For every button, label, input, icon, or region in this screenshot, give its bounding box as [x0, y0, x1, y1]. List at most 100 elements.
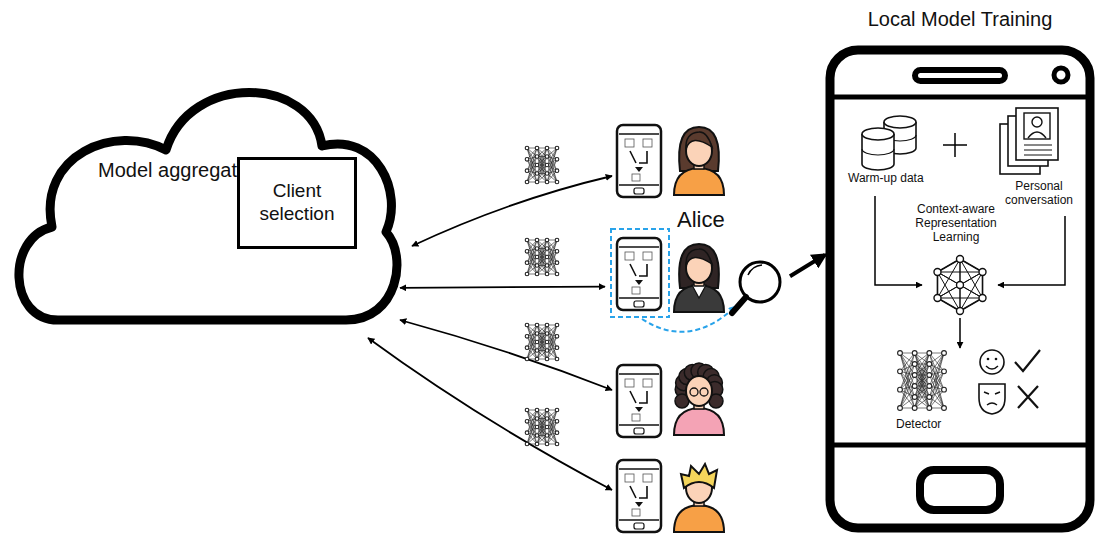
- icon-stroke: [862, 128, 894, 140]
- icon-stroke: [884, 116, 916, 128]
- icon-stroke: [545, 247, 549, 251]
- icon-stroke: [625, 252, 634, 260]
- icon-stroke: [545, 349, 549, 353]
- icon-stroke: [934, 295, 941, 302]
- icon-stroke: [619, 184, 659, 186]
- icon-stroke: [957, 308, 964, 315]
- icon-stroke: [942, 369, 947, 374]
- icon-stroke: [679, 244, 719, 288]
- client-person: [674, 464, 724, 532]
- connector: [400, 287, 605, 288]
- icon-stroke: [674, 408, 724, 435]
- icon-stroke: [545, 146, 549, 150]
- text-label: Context-aware Representation Learning: [900, 203, 1012, 244]
- icon-stroke: [545, 425, 549, 429]
- icon-stroke: [535, 247, 539, 251]
- icon-stroke: [1024, 155, 1052, 156]
- icon-stroke: [927, 384, 932, 389]
- icon-stroke: [634, 428, 644, 434]
- icon-stroke: [619, 424, 659, 426]
- icon-stroke: [635, 502, 643, 507]
- icon-stroke: [537, 157, 547, 183]
- icon-stroke: [912, 406, 917, 411]
- phone-camera: [1054, 68, 1068, 82]
- icon-stroke: [525, 420, 529, 424]
- icon-stroke: [545, 408, 549, 412]
- model-icon: [525, 408, 559, 446]
- icon-stroke: [619, 246, 659, 248]
- icon-stroke: [686, 132, 712, 149]
- icon-stroke: [545, 417, 549, 421]
- icon-stroke: [535, 340, 539, 344]
- icon-stroke: [525, 323, 529, 327]
- icon-stroke: [525, 238, 529, 242]
- home-button: [920, 470, 1000, 510]
- icon-stroke: [915, 353, 930, 408]
- icon-stroke: [674, 168, 724, 195]
- icon-stroke: [535, 357, 539, 361]
- icon-stroke: [635, 280, 643, 285]
- icon-stroke: [555, 169, 559, 173]
- icon-stroke: [625, 474, 634, 482]
- icon-stroke: [937, 259, 982, 311]
- icon-stroke: [632, 287, 640, 294]
- icon-stroke: [535, 163, 539, 167]
- icon-stroke: [545, 442, 549, 446]
- icon-stroke: [555, 420, 559, 424]
- icon-stroke: [630, 391, 647, 403]
- detector-icon: [898, 351, 947, 411]
- text-label: Warm-up data: [848, 172, 932, 186]
- icon-stroke: [929, 353, 944, 408]
- icon-stroke: [912, 373, 917, 378]
- icon-stroke: [537, 419, 547, 445]
- connector: [790, 255, 825, 276]
- icon-stroke: [957, 256, 964, 263]
- icon-stroke: [545, 264, 549, 268]
- icon-stroke: [535, 332, 539, 336]
- model-icon: [525, 238, 559, 276]
- icon-stroke: [555, 180, 559, 184]
- icon-stroke: [686, 376, 712, 406]
- representation-icon: [934, 256, 986, 315]
- icon-stroke: [535, 323, 539, 327]
- icon-stroke: [986, 366, 998, 369]
- icon-stroke: [535, 442, 539, 446]
- client-phone: [617, 460, 661, 532]
- icon-stroke: [912, 351, 917, 356]
- icon-stroke: [630, 264, 647, 276]
- icon-stroke: [937, 272, 982, 298]
- icon-stroke: [900, 353, 915, 408]
- icon-stroke: [927, 395, 932, 400]
- icon-stroke: [535, 238, 539, 242]
- icon-stroke: [555, 238, 559, 242]
- database-icon: [862, 116, 916, 170]
- icon-stroke: [525, 158, 529, 162]
- icon-stroke: [984, 392, 1000, 405]
- client-name: Alice: [677, 207, 757, 233]
- icon-stroke: [898, 387, 903, 392]
- icon-stroke: [545, 155, 549, 159]
- client-node: Alice: [605, 205, 790, 320]
- icon-stroke: [979, 269, 986, 276]
- icon-stroke: [980, 350, 1004, 374]
- phone-outline: [830, 50, 1090, 528]
- icon-stroke: [535, 408, 539, 412]
- icon-stroke: [525, 180, 529, 184]
- icon-stroke: [643, 379, 652, 387]
- text-label: Personal conversation: [1000, 180, 1078, 208]
- icon-stroke: [619, 519, 659, 521]
- icon-stroke: [535, 434, 539, 438]
- icon-stroke: [912, 362, 917, 367]
- icon-stroke: [1032, 117, 1042, 127]
- icon-stroke: [1028, 132, 1046, 138]
- icon-stroke: [1018, 386, 1038, 408]
- icon-stroke: [635, 167, 643, 172]
- icon-stroke: [942, 387, 947, 392]
- icon-stroke: [643, 252, 652, 260]
- icon-stroke: [898, 406, 903, 411]
- icon-stroke: [525, 335, 529, 339]
- profile-document-icon: [1000, 108, 1058, 174]
- client-person: [674, 244, 724, 312]
- icon-stroke: [545, 332, 549, 336]
- icon-stroke: [535, 180, 539, 184]
